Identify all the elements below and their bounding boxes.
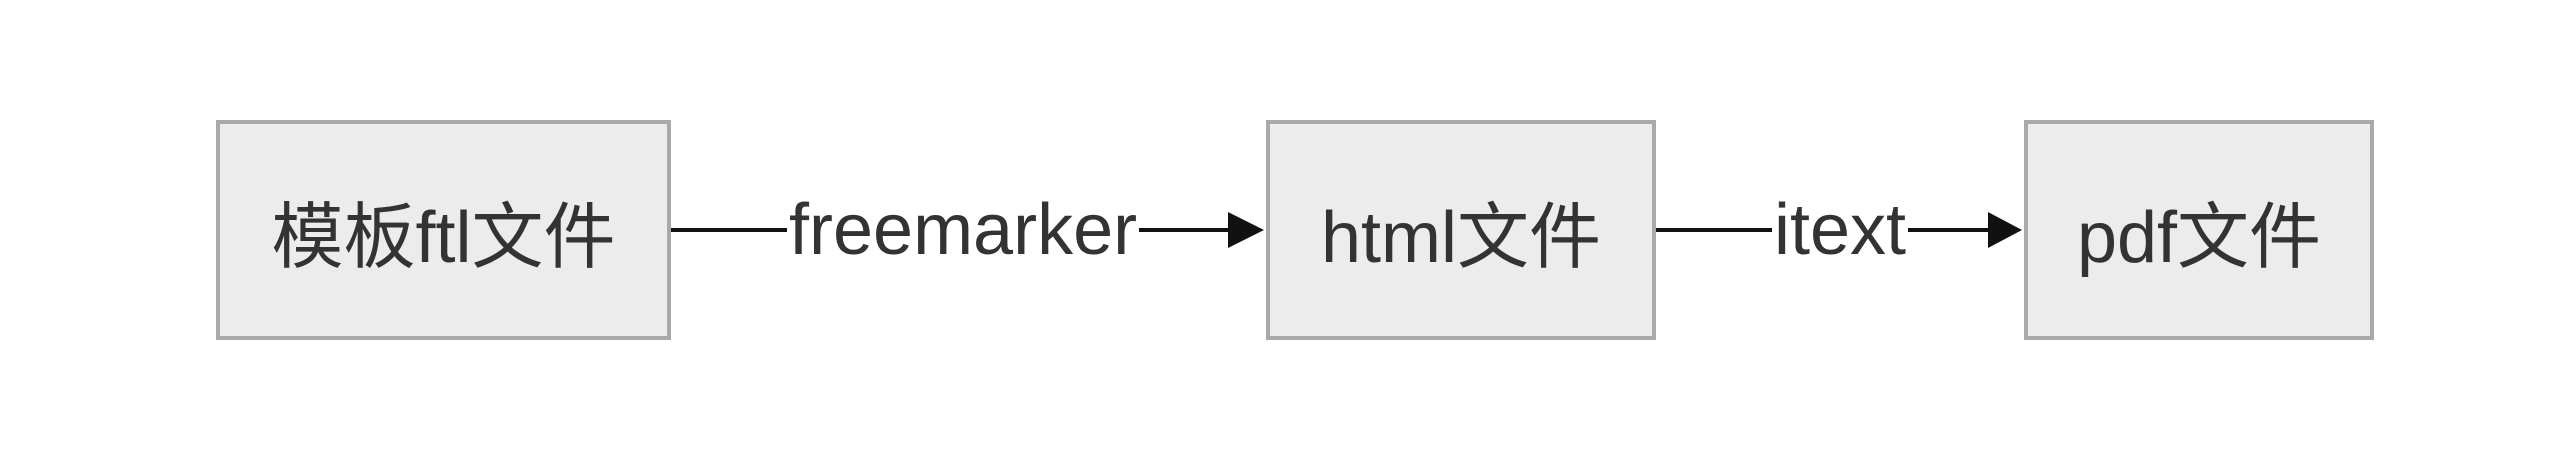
edge-label-itext: itext — [1772, 190, 1909, 270]
edge-label-freemarker: freemarker — [787, 190, 1140, 270]
node-ftl-label: 模板ftl文件 — [271, 197, 616, 278]
node-html-file: html文件 — [1266, 120, 1656, 340]
node-pdf-file: pdf文件 — [2024, 120, 2374, 340]
arrowhead-freemarker — [1228, 212, 1264, 248]
node-ftl-file: 模板ftl文件 — [216, 120, 671, 340]
arrowhead-itext — [1988, 212, 2022, 248]
node-html-label: html文件 — [1320, 197, 1602, 278]
node-pdf-label: pdf文件 — [2076, 197, 2322, 278]
